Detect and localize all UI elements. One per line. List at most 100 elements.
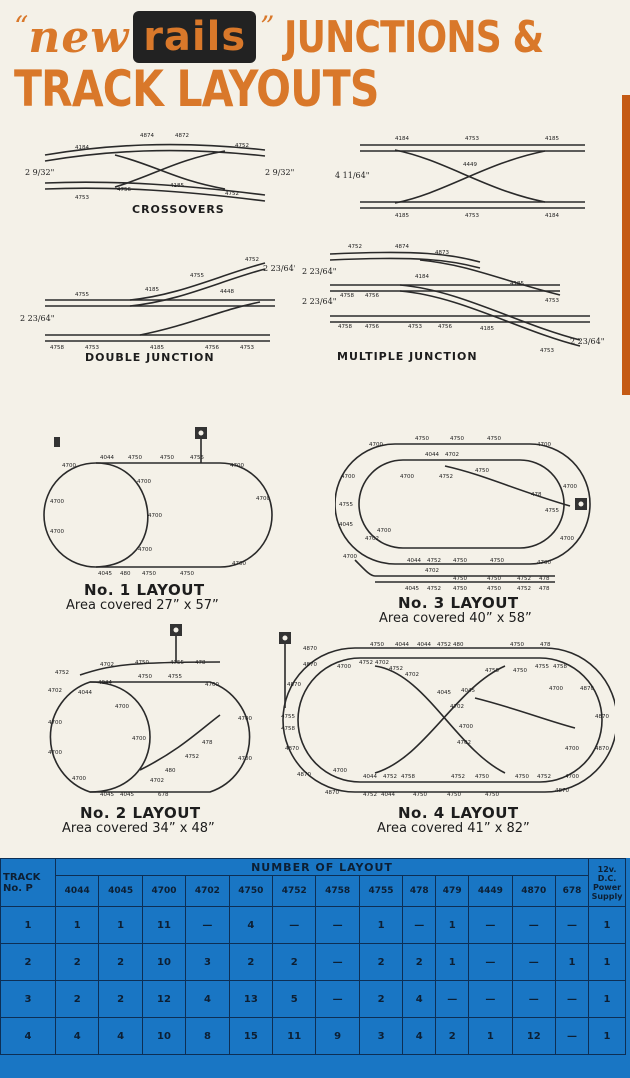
double-junction-dim-right: 2 23/64" bbox=[263, 264, 295, 273]
column-header: 4755 bbox=[358, 875, 404, 907]
layout-4-label: 4750 bbox=[485, 792, 499, 798]
layout-3-label: 478 bbox=[539, 576, 550, 582]
table-cell: 1 bbox=[555, 943, 589, 981]
multiple-junction-label: 4753 bbox=[545, 298, 559, 304]
double-crossover-label: 4184 bbox=[545, 213, 559, 219]
double-junction-label: 4753 bbox=[85, 345, 99, 350]
layout-4-label: 4702 bbox=[457, 740, 471, 746]
layout-3-label: 4700 bbox=[343, 554, 357, 560]
title-word-new: new bbox=[28, 11, 130, 63]
table-cell: 4 bbox=[402, 1017, 437, 1055]
multiple-junction-label: 4756 bbox=[438, 324, 452, 330]
crossover-dim-left: 2 9/32" bbox=[25, 168, 54, 177]
layout-4-label: 4044 bbox=[395, 642, 409, 648]
layout-1-diagram: 4700 4044 4750 4750 4755 4700 4700 4700 … bbox=[43, 427, 273, 577]
layout-3-label: 4700 bbox=[369, 442, 383, 448]
layout-3-label: 4045 bbox=[405, 586, 419, 592]
crossover-label: 4752 bbox=[235, 143, 249, 149]
column-header: 479 bbox=[435, 875, 470, 907]
double-crossover-label: 4185 bbox=[545, 136, 559, 142]
double-junction-label: 4758 bbox=[50, 345, 64, 350]
table-cell: 15 bbox=[228, 1017, 274, 1055]
multiple-junction-label: 4756 bbox=[365, 293, 379, 299]
layout-4-label: 480 bbox=[453, 642, 464, 648]
layout-1-label: 4700 bbox=[230, 463, 244, 469]
multiple-junction-dim: 2 23/64" bbox=[302, 267, 336, 276]
layout-3-label: 4752 bbox=[427, 586, 441, 592]
table-cell: 1 bbox=[435, 943, 470, 981]
double-crossover-diagram: 4184 4753 4185 4449 4185 4753 4184 4 11/… bbox=[335, 136, 585, 219]
double-crossover-label: 4449 bbox=[463, 162, 477, 168]
layout-4-label: 4752 bbox=[451, 774, 465, 780]
layout-1-area: Area covered 27” x 57” bbox=[66, 598, 219, 613]
layout-3-label: 4700 bbox=[537, 560, 551, 566]
layout-4-label: 4750 bbox=[485, 668, 499, 674]
layout-3-label: 4752 bbox=[439, 474, 453, 480]
layout-4-title: No. 4 LAYOUT bbox=[398, 804, 519, 822]
layout-2-label: 4700 bbox=[48, 750, 62, 756]
column-header: 4700 bbox=[141, 875, 187, 907]
table-cell: 4 bbox=[185, 980, 230, 1018]
layout-4-label: 4870 bbox=[580, 686, 594, 692]
layout-1-label: 4750 bbox=[142, 571, 156, 577]
crossovers-diagram: 4184 4874 4872 4752 4753 4756 4185 4752 … bbox=[25, 133, 294, 202]
table-cell: — bbox=[555, 1017, 589, 1055]
table-cell: — bbox=[435, 980, 470, 1018]
table-cell: 1 bbox=[54, 906, 100, 944]
table-cell: 4 bbox=[54, 1017, 100, 1055]
layout-2-label: 4755 bbox=[170, 660, 184, 666]
layout-2-label: 478 bbox=[195, 660, 206, 666]
table-cell: 2 bbox=[435, 1017, 470, 1055]
multiple-junction-diagram: 4752 4874 4873 4184 4185 4753 4758 4756 … bbox=[302, 244, 604, 354]
layout-4-label: 4752 bbox=[383, 774, 397, 780]
table-cell: 3 bbox=[358, 1017, 404, 1055]
layout-3-label: 4702 bbox=[425, 568, 439, 574]
layout-4-label: 4755 bbox=[281, 714, 295, 720]
table-cell: — bbox=[511, 980, 557, 1018]
layout-1-label: 4700 bbox=[148, 513, 162, 519]
table-row: 3 2 2 12 4 13 5 — 2 4 — — — — 1 bbox=[0, 980, 626, 1018]
layout-2-label: 4045 bbox=[100, 792, 114, 798]
layout-3-label: 4702 bbox=[365, 536, 379, 542]
layout-3-label: 4700 bbox=[341, 474, 355, 480]
layout-1-label: 480 bbox=[120, 571, 131, 577]
column-header: 4702 bbox=[185, 875, 230, 907]
crossover-dim-right: 2 9/32" bbox=[265, 168, 294, 177]
column-header: 4758 bbox=[315, 875, 360, 907]
layout-4-label: 4700 bbox=[565, 746, 579, 752]
layout-3-label: 4755 bbox=[545, 508, 559, 514]
layout-4-label: 4870 bbox=[303, 646, 317, 652]
layout-3-label: 4044 bbox=[425, 452, 439, 458]
layout-2-label: 478 bbox=[202, 740, 213, 746]
row-layout-number: 4 bbox=[0, 1017, 56, 1055]
layout-4-label: 4044 bbox=[417, 642, 431, 648]
table-cell: 5 bbox=[272, 980, 317, 1018]
layout-4-label: 4758 bbox=[553, 664, 567, 670]
layout-2-label: 678 bbox=[158, 792, 169, 798]
layout-4-label: 4752 bbox=[537, 774, 551, 780]
layout-3-label: 4750 bbox=[415, 436, 429, 442]
layout-2-label: 4752 bbox=[55, 670, 69, 676]
layout-2-label: 4702 bbox=[100, 662, 114, 668]
double-crossover-label: 4753 bbox=[465, 136, 479, 142]
layout-3-label: 4700 bbox=[537, 442, 551, 448]
title-junctions: JUNCTIONS & bbox=[284, 11, 544, 63]
multiple-junction-caption: MULTIPLE JUNCTION bbox=[337, 350, 478, 363]
layout-1-label: 4750 bbox=[128, 455, 142, 461]
layout-3-title: No. 3 LAYOUT bbox=[398, 594, 519, 612]
layout-2-area: Area covered 34” x 48” bbox=[62, 821, 215, 836]
table-cell: 2 bbox=[228, 943, 274, 981]
layout-4-label: 4750 bbox=[370, 642, 384, 648]
layout-4-label: 4870 bbox=[287, 682, 301, 688]
layout-3-diagram: 4700 4750 4750 4750 4700 4044 4702 4700 … bbox=[335, 436, 591, 592]
layout-2-label: 4044 bbox=[78, 690, 92, 696]
crossover-label: 4185 bbox=[170, 183, 184, 189]
title-line-2: TRACK LAYOUTS bbox=[14, 60, 379, 118]
layout-3-label: 4750 bbox=[450, 436, 464, 442]
table-cell: 9 bbox=[315, 1017, 360, 1055]
layout-2-label: 4700 bbox=[238, 716, 252, 722]
double-junction-label: 4448 bbox=[220, 289, 234, 295]
table-cell: 2 bbox=[98, 980, 143, 1018]
layout-4-label: 4750 bbox=[513, 668, 527, 674]
table-cell: 11 bbox=[141, 906, 187, 944]
